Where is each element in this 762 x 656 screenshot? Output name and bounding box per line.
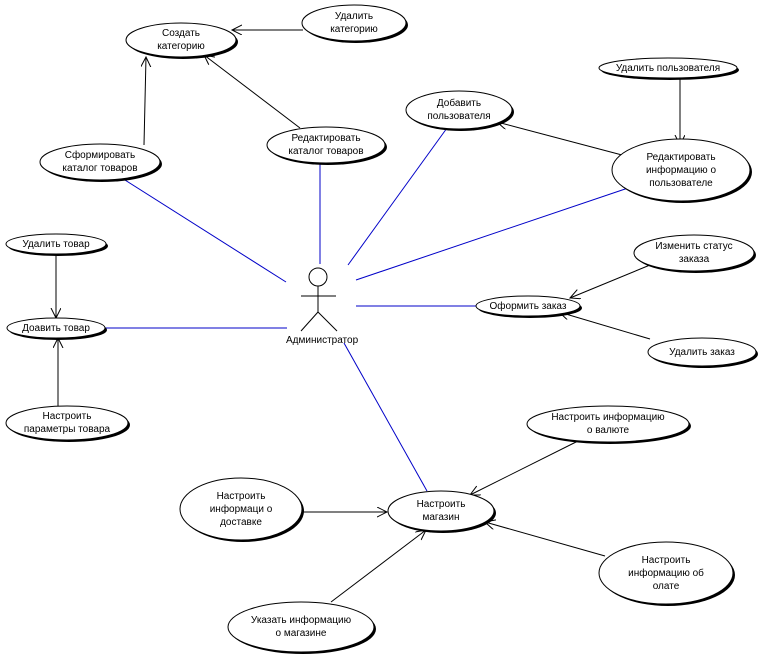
use-case-ellipse-setup-payment[interactable] [598, 541, 734, 605]
use-case-ellipse-setup-delivery[interactable] [179, 477, 303, 541]
use-case-ellipse-delete-user[interactable] [598, 57, 738, 79]
actor-label: Администратор [286, 335, 359, 346]
dependency-arrow-change-order-status-to-place-order [570, 264, 651, 298]
use-case-ellipse-delete-order[interactable] [647, 337, 757, 367]
use-case-ellipse-add-user[interactable] [405, 90, 513, 130]
use-case-ellipse-create-category[interactable] [125, 22, 237, 58]
dependency-arrow-edit-user-info-to-add-user [497, 122, 623, 156]
use-case-ellipse-edit-catalog[interactable] [266, 126, 386, 164]
use-case-ellipse-setup-product-params[interactable] [5, 405, 129, 441]
use-case-ellipse-add-product[interactable] [6, 317, 106, 339]
actor-figure [300, 267, 338, 332]
association-line-add-user [347, 127, 448, 266]
dependency-arrow-delete-order-to-place-order [559, 312, 651, 340]
use-case-ellipse-delete-product[interactable] [5, 233, 107, 255]
association-layer [105, 127, 635, 492]
association-line-setup-shop [343, 342, 428, 492]
use-case-ellipse-edit-user-info[interactable] [611, 138, 751, 202]
actor-right-leg [317, 311, 338, 332]
use-case-ellipse-form-catalog[interactable] [39, 143, 161, 181]
use-case-ellipse-delete-category[interactable] [301, 4, 407, 42]
actor-left-leg [300, 311, 319, 332]
use-case-ellipse-specify-shop-info[interactable] [227, 601, 375, 653]
association-line-form-catalog [116, 174, 287, 283]
use-case-layer [5, 4, 758, 654]
actor-head [308, 267, 328, 287]
use-case-ellipse-setup-currency[interactable] [526, 405, 690, 443]
dependency-arrow-specify-shop-info-to-setup-shop [330, 530, 426, 603]
dependency-arrow-setup-currency-to-setup-shop [470, 440, 579, 495]
dependency-arrow-edit-catalog-to-create-category [204, 55, 301, 129]
use-case-ellipse-place-order[interactable] [475, 295, 581, 317]
association-line-edit-user-info [355, 185, 635, 281]
dependency-layer [56, 30, 680, 603]
dependency-arrow-setup-payment-to-setup-shop [485, 522, 606, 557]
dependency-arrow-form-catalog-to-create-category [144, 57, 146, 146]
use-case-ellipse-setup-shop[interactable] [387, 490, 495, 532]
use-case-ellipse-change-order-status[interactable] [633, 234, 755, 272]
